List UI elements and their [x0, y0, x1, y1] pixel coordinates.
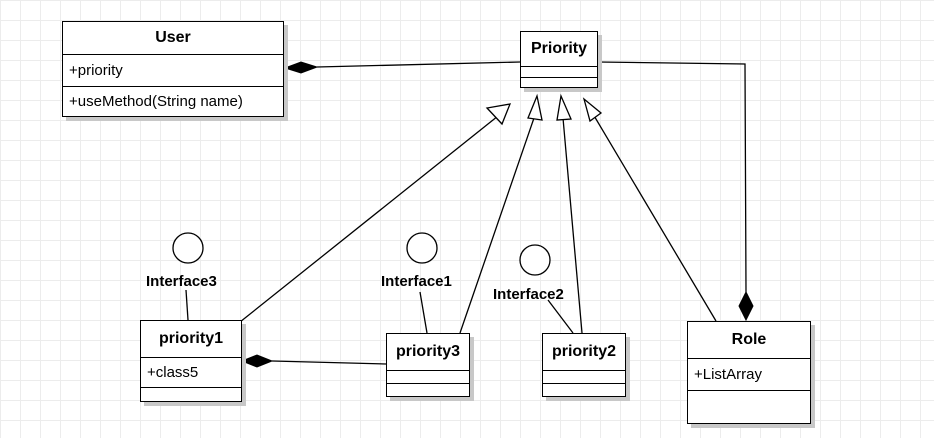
class-priority-methods	[521, 77, 597, 87]
stem-interface3	[185, 289, 189, 321]
edge-priority3-priority	[459, 117, 535, 334]
edge-priority1-priority	[239, 115, 499, 323]
class-priority2[interactable]: priority2	[542, 333, 626, 397]
class-priority3-name: priority3	[395, 343, 460, 360]
class-priority[interactable]: Priority	[520, 31, 598, 88]
class-priority2-attributes	[543, 370, 625, 383]
edge-priority3-priority1	[271, 360, 387, 365]
class-role[interactable]: Role +ListArray	[687, 321, 811, 424]
class-user-attribute: +priority	[63, 54, 283, 86]
class-priority3-methods	[387, 383, 469, 396]
class-user-method: +useMethod(String name)	[63, 86, 283, 116]
stem-interface1	[419, 291, 428, 334]
class-user[interactable]: User +priority +useMethod(String name)	[62, 21, 284, 117]
interface2-circle	[519, 244, 551, 276]
class-priority1-methods	[141, 387, 241, 401]
edge-user-priority	[316, 61, 521, 68]
class-priority3[interactable]: priority3	[386, 333, 470, 397]
composition-diamond-priority1	[240, 354, 274, 368]
class-role-methods	[688, 390, 810, 423]
class-priority1-name: priority1	[158, 330, 223, 347]
class-priority1[interactable]: priority1 +class5	[140, 320, 242, 402]
class-priority1-attribute: +class5	[141, 357, 241, 387]
class-priority2-name: priority2	[551, 343, 616, 360]
interface3-circle	[172, 232, 204, 264]
class-priority3-attributes	[387, 370, 469, 383]
interface1-label: Interface1	[381, 273, 452, 290]
class-role-attribute: +ListArray	[688, 358, 810, 390]
composition-diamond-role	[738, 290, 754, 322]
class-priority-attributes	[521, 66, 597, 77]
generalization-arrowhead-priority2	[556, 93, 572, 121]
interface1-circle	[406, 232, 438, 264]
edge-role-priority	[592, 113, 717, 322]
generalization-arrowhead-priority1	[485, 103, 512, 126]
edge-priority2-priority	[562, 117, 583, 334]
class-user-name: User	[155, 29, 191, 46]
composition-diamond-user	[283, 61, 319, 74]
generalization-arrowhead-role	[582, 97, 603, 123]
class-role-name: Role	[731, 331, 767, 348]
interface2-label: Interface2	[493, 286, 564, 303]
interface3-label: Interface3	[146, 273, 217, 290]
class-priority-name: Priority	[530, 40, 587, 57]
stem-interface2	[547, 299, 574, 334]
class-priority2-methods	[543, 383, 625, 396]
generalization-arrowhead-priority3	[527, 93, 543, 121]
edge-priority-role	[597, 61, 747, 293]
